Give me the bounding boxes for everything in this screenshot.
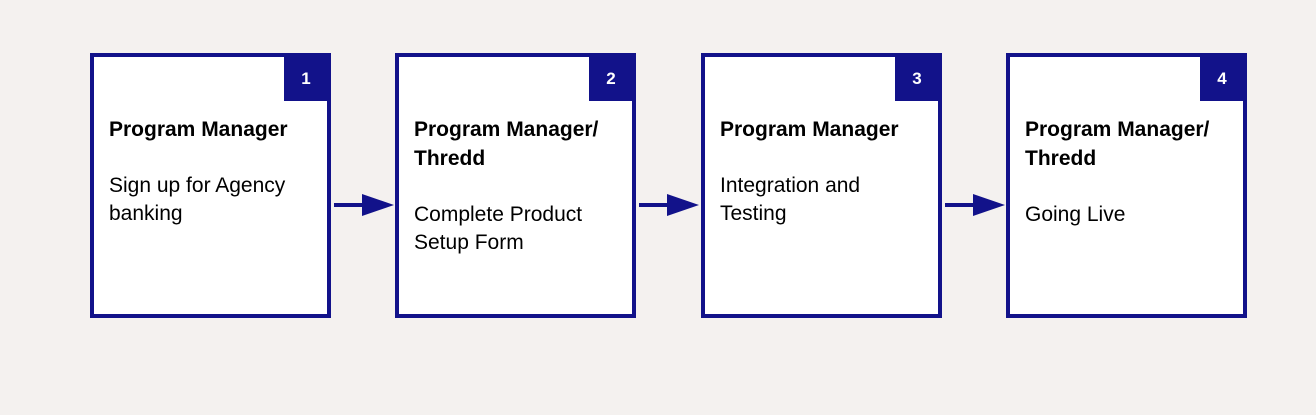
step-2-actor: Program Manager/ Thredd: [414, 118, 599, 170]
step-3-number-badge: 3: [895, 56, 939, 101]
step-1-description: Sign up for Agency banking: [109, 174, 286, 225]
arrow-right-icon: [334, 194, 394, 216]
step-3-box: 3 Program Manager Integration and Testin…: [701, 53, 942, 318]
step-4-box: 4 Program Manager/ Thredd Going Live: [1006, 53, 1247, 318]
step-2-box: 2 Program Manager/ Thredd Complete Produ…: [395, 53, 636, 318]
step-4-number-badge: 4: [1200, 56, 1244, 101]
step-1-actor: Program Manager: [109, 118, 288, 141]
step-4-actor: Program Manager/ Thredd: [1025, 118, 1210, 170]
step-3-actor: Program Manager: [720, 118, 899, 141]
step-1-number-badge: 1: [284, 56, 328, 101]
step-4-description: Going Live: [1025, 203, 1126, 226]
step-3-description: Integration and Testing: [720, 174, 861, 225]
step-1-box: 1 Program Manager Sign up for Agency ban…: [90, 53, 331, 318]
arrow-right-icon: [945, 194, 1005, 216]
step-2-number-badge: 2: [589, 56, 633, 101]
arrow-right-icon: [639, 194, 699, 216]
step-2-description: Complete Product Setup Form: [414, 203, 583, 254]
